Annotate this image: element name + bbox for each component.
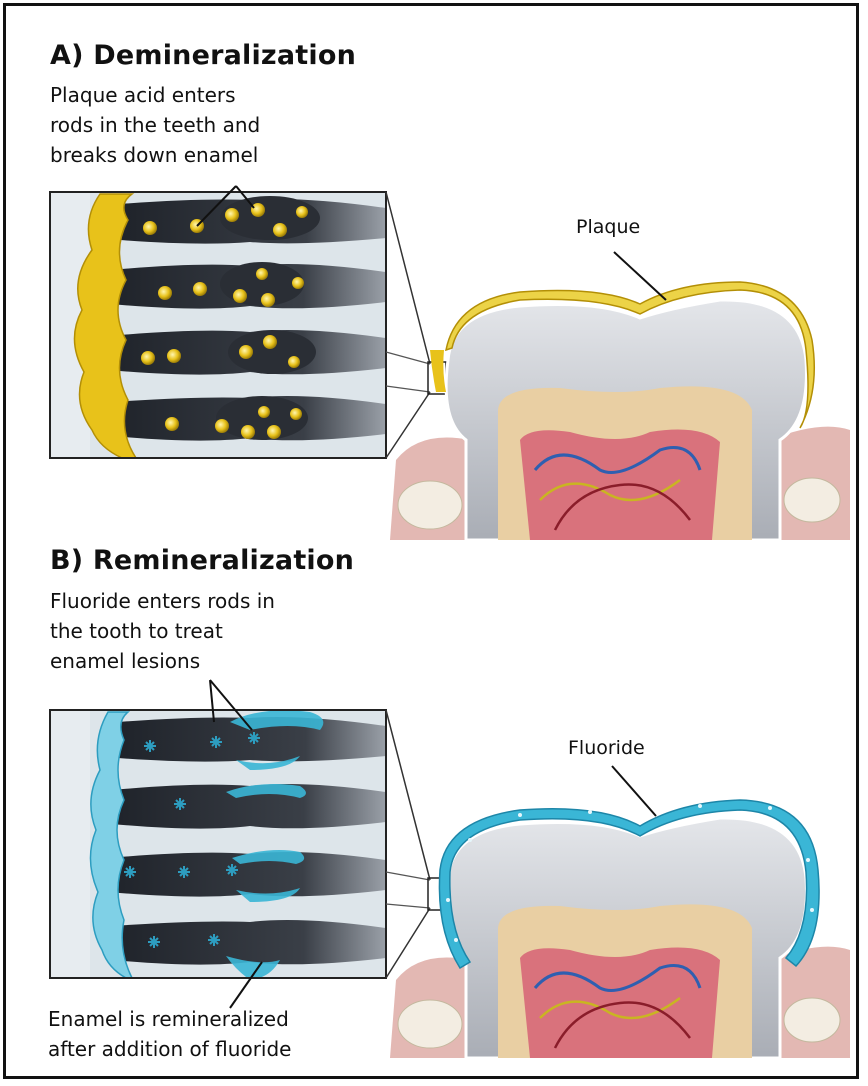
description-line: breaks down enamel [50, 140, 260, 170]
caption-line: after addition of fluoride [48, 1034, 291, 1064]
heading-demineralization: A) Demineralization [50, 40, 356, 71]
description-line: Plaque acid enters [50, 80, 260, 110]
tooth-a [390, 252, 850, 540]
label-plaque: Plaque [576, 216, 640, 238]
label-fluoride: Fluoride [568, 737, 645, 759]
description-line: Fluoride enters rods in [50, 586, 275, 616]
caption-remineralized: Enamel is remineralized after addition o… [48, 1004, 291, 1064]
description-demineralization: Plaque acid enters rods in the teeth and… [50, 80, 260, 170]
description-line: rods in the teeth and [50, 110, 260, 140]
demineralization-inset [50, 186, 446, 458]
caption-line: Enamel is remineralized [48, 1004, 291, 1034]
heading-remineralization: B) Remineralization [50, 545, 354, 576]
remineralization-inset [50, 680, 446, 1008]
tooth-b [390, 766, 850, 1058]
description-remineralization: Fluoride enters rods in the tooth to tre… [50, 586, 275, 676]
description-line: enamel lesions [50, 646, 275, 676]
description-line: the tooth to treat [50, 616, 275, 646]
